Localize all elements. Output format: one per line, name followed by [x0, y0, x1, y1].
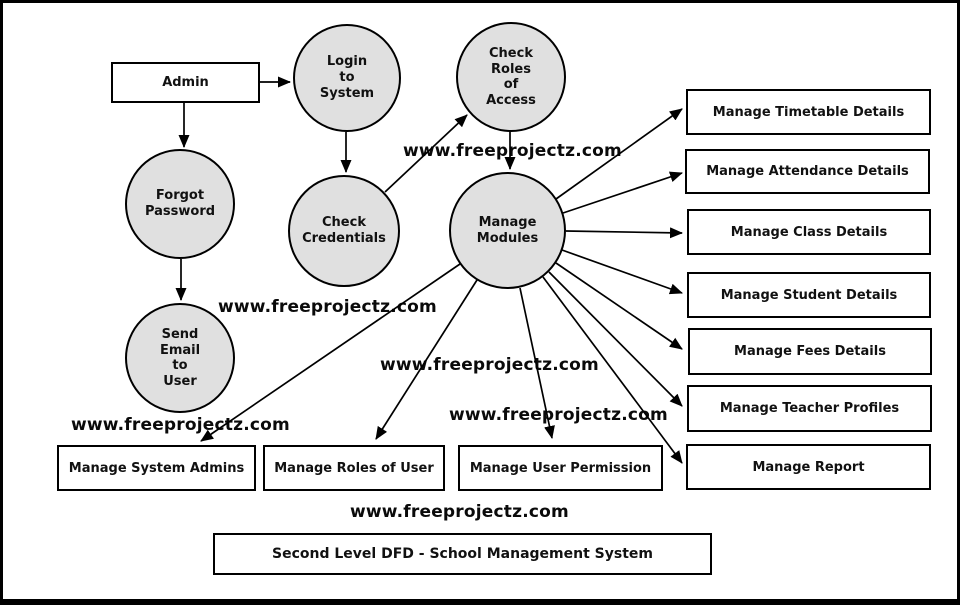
diagram-title: Second Level DFD - School Management Sys…: [213, 533, 712, 575]
process-label: Check Credentials: [302, 215, 386, 246]
watermark-text: www.freeprojectz.com: [218, 297, 437, 317]
process-login-to-system: Login to System: [293, 24, 401, 132]
store-manage-roles-of-user: Manage Roles of User: [263, 445, 445, 491]
arrow-modules-to-student: [561, 249, 683, 295]
store-label: Manage Fees Details: [734, 344, 886, 359]
arrow-modules-to-roles-of-user: [375, 279, 478, 440]
arrow-modules-to-timetable: [555, 108, 683, 200]
process-label: Manage Modules: [476, 214, 539, 246]
diagram-title-label: Second Level DFD - School Management Sys…: [272, 546, 653, 562]
arrow-modules-to-report: [542, 276, 683, 464]
arrow-check-credentials-to-check-roles: [384, 114, 468, 193]
arrow-modules-to-teacher: [548, 271, 683, 407]
store-manage-teacher-profiles: Manage Teacher Profiles: [687, 385, 932, 432]
store-label: Manage Timetable Details: [712, 104, 905, 120]
store-manage-fees-details: Manage Fees Details: [688, 328, 932, 375]
watermark-text: www.freeprojectz.com: [380, 355, 599, 375]
process-label: Send Email to User: [159, 327, 201, 389]
arrow-modules-to-attendance: [562, 171, 683, 214]
store-label: Manage Attendance Details: [706, 164, 909, 179]
watermark-text: www.freeprojectz.com: [449, 405, 668, 425]
store-label: Manage Student Details: [720, 287, 898, 303]
entity-admin-label: Admin: [162, 75, 209, 90]
store-label: Manage Class Details: [730, 224, 888, 240]
arrow-modules-to-fees: [555, 262, 683, 350]
store-manage-system-admins: Manage System Admins: [57, 445, 256, 491]
process-send-email-to-user: Send Email to User: [125, 303, 235, 413]
store-manage-student-details: Manage Student Details: [687, 272, 931, 318]
process-manage-modules: Manage Modules: [449, 172, 566, 289]
entity-admin: Admin: [111, 62, 260, 103]
store-label: Manage Teacher Profiles: [719, 401, 900, 416]
store-manage-timetable-details: Manage Timetable Details: [686, 89, 931, 135]
arrow-modules-to-class: [565, 227, 683, 239]
process-check-credentials: Check Credentials: [288, 175, 400, 287]
store-manage-class-details: Manage Class Details: [687, 209, 931, 255]
watermark-text: www.freeprojectz.com: [350, 502, 569, 522]
store-label: Manage Roles of User: [274, 460, 434, 476]
process-label: Login to System: [319, 54, 375, 101]
watermark-text: www.freeprojectz.com: [403, 141, 622, 161]
arrow-modules-to-system-admins: [200, 263, 461, 442]
store-manage-attendance-details: Manage Attendance Details: [685, 149, 930, 194]
process-forgot-password: Forgot Password: [125, 149, 235, 259]
process-check-roles-of-access: Check Roles of Access: [456, 22, 566, 132]
watermark-text: www.freeprojectz.com: [71, 415, 290, 435]
process-label: Forgot Password: [144, 188, 216, 219]
store-label: Manage Report: [752, 459, 865, 475]
store-manage-user-permission: Manage User Permission: [458, 445, 663, 491]
flow-arrows: [175, 76, 683, 464]
store-label: Manage System Admins: [68, 460, 245, 476]
arrow-modules-to-user-permission: [519, 287, 555, 439]
store-label: Manage User Permission: [469, 460, 652, 476]
process-label: Check Roles of Access: [486, 46, 536, 108]
store-manage-report: Manage Report: [686, 444, 931, 490]
